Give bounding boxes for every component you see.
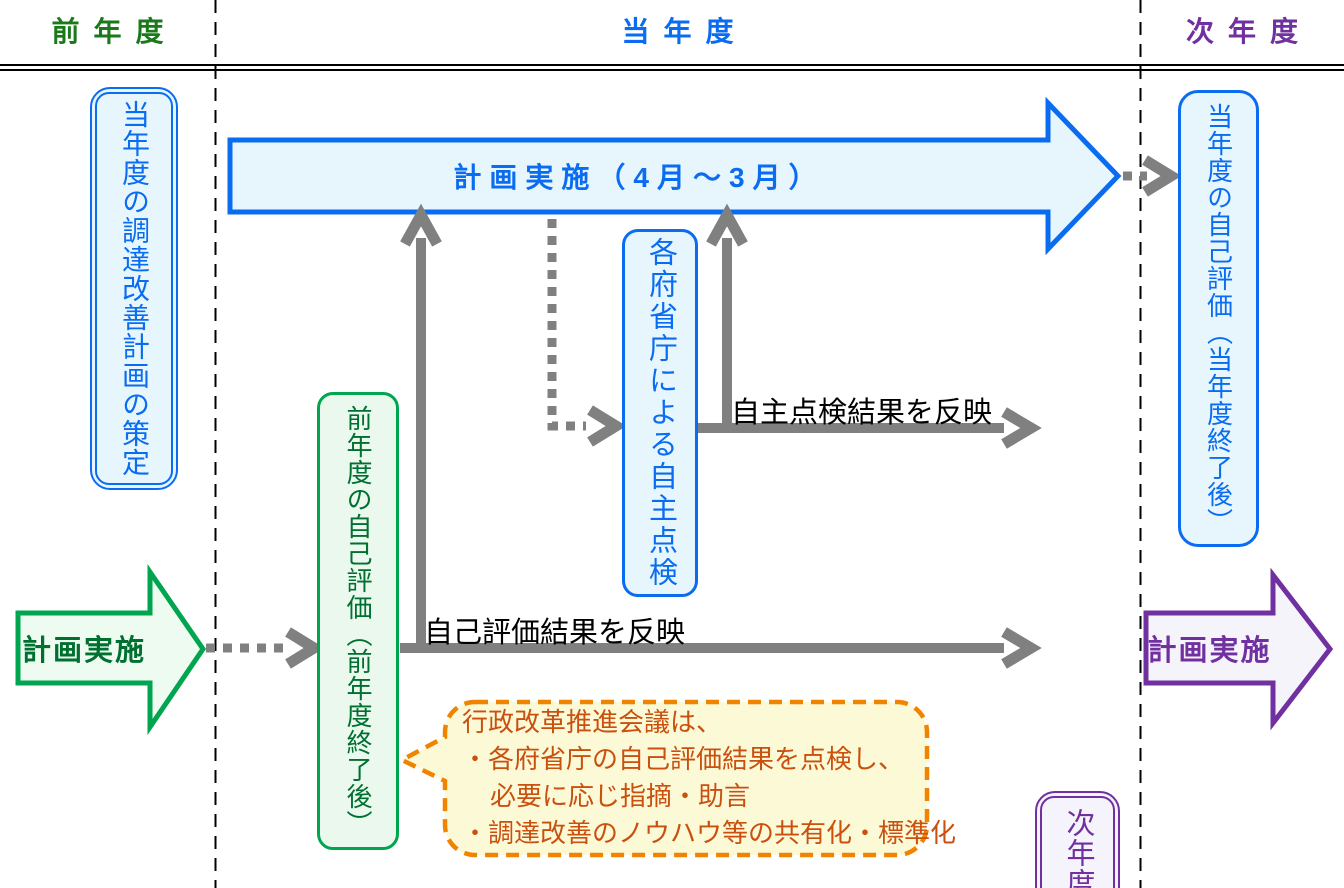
main-implementation-label: 計画実施（4月～3月） [453,162,825,193]
current-plan-box: 当年度の調達改善計画の策定 [90,87,178,490]
next-plan-box-label: 次年度の調達改善計画の策定 [1062,808,1094,888]
column-header-current-year: 当年度 [621,16,748,47]
prev-implementation-arrow-shape [15,563,207,736]
self-check-reflect-arrow-head [1001,407,1042,449]
column-header-prev-year: 前年度 [51,16,178,47]
main-to-self-check-dashed-arrow-head [587,405,627,447]
prev-implementation-label: 計画実施 [21,635,146,667]
callout-line-2: ・各府省庁の自己評価結果を点検し、 [462,744,905,774]
prev-to-self-eval-dashed-arrow-head [285,627,325,669]
review-council-callout-text: 行政改革推進会議は、 ・各府省庁の自己評価結果を点検し、 必要に応じ指摘・助言 … [462,704,957,852]
main-to-self-check-dashed-arrow [547,219,586,431]
current-plan-box-label: 当年度の調達改善計画の策定 [119,100,150,477]
self-check-up-arrow-head [706,203,748,247]
current-self-eval-box: 当年度の自己評価（当年度終了後） [1178,90,1259,547]
main-implementation-arrow-shape [227,96,1122,256]
callout-line-1: 行政改革推進会議は、 [462,707,723,737]
next-plan-box: 次年度の調達改善計画の策定 [1035,791,1120,888]
callout-line-4: ・調達改善のノウハウ等の共有化・標準化 [462,818,957,848]
self-check-box-label: 各府省庁による自主点検 [644,237,677,589]
next-implementation-arrow-shape [1143,567,1334,731]
self-check-box: 各府省庁による自主点検 [622,229,698,597]
self-eval-reflect-label: 自己評価結果を反映 [424,617,686,649]
callout-line-3: 必要に応じ指摘・助言 [490,781,751,811]
prev-self-eval-box-label: 前年度の自己評価（前年度終了後） [343,405,373,837]
current-self-eval-box-label: 当年度の自己評価（当年度終了後） [1203,102,1234,535]
prev-self-eval-box: 前年度の自己評価（前年度終了後） [317,392,399,850]
self-eval-up-arrow-head [400,203,442,247]
column-header-next-year: 次年度 [1185,16,1312,47]
self-eval-reflect-arrow-head [1001,627,1042,669]
self-check-reflect-label: 自主点検結果を反映 [731,397,993,429]
next-implementation-label: 計画実施 [1147,635,1272,667]
review-council-callout-shape [397,699,930,858]
main-to-next-self-eval-dashed-arrow-head [1142,155,1182,197]
